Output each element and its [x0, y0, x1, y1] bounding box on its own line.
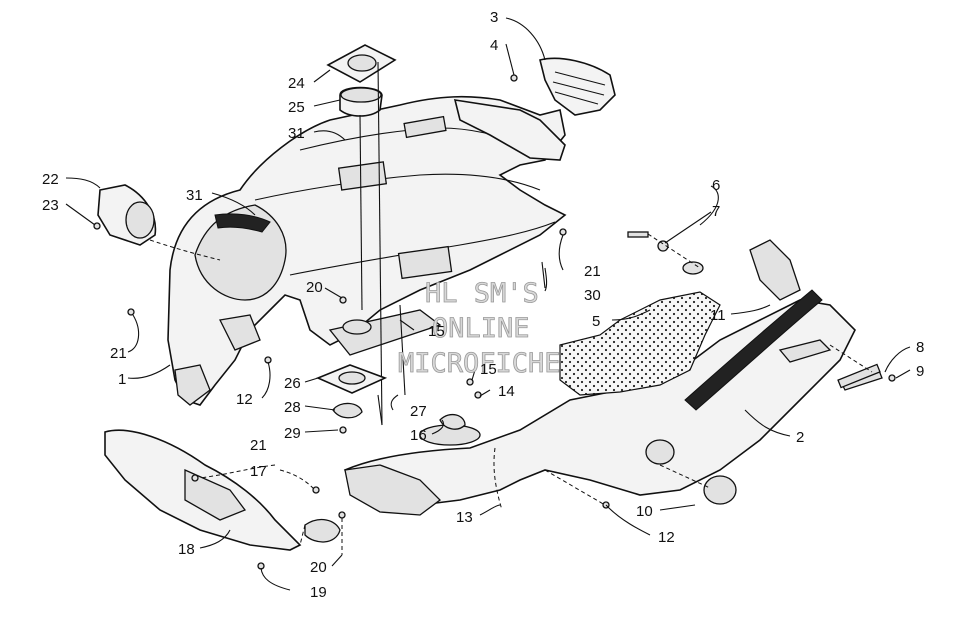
callout-1: 1 [118, 371, 126, 388]
callout-28: 28 [284, 399, 301, 416]
callout-4: 4 [490, 37, 498, 54]
callout-7: 7 [712, 203, 720, 220]
callout-15: 15 [428, 323, 445, 340]
leader-lines [65, 17, 911, 591]
callout-20-second: 20 [310, 559, 327, 576]
callout-31: 31 [288, 125, 305, 142]
fasteners [93, 74, 896, 570]
callout-21-third: 21 [250, 437, 267, 454]
watermark-line-3: MICROFICHE [398, 348, 561, 379]
clip-part [332, 402, 363, 419]
callout-14: 14 [498, 383, 515, 400]
upper-pan-part [167, 95, 567, 406]
callout-10: 10 [636, 503, 653, 520]
air-intake-part [97, 184, 157, 246]
callout-24: 24 [288, 75, 305, 92]
callout-19: 19 [310, 584, 327, 601]
callout-9: 9 [916, 363, 924, 380]
callout-21: 21 [584, 263, 601, 280]
callout-18: 18 [178, 541, 195, 558]
seal-part [315, 319, 388, 394]
callout-8: 8 [916, 339, 924, 356]
lower-pan-part [343, 239, 883, 516]
gasket-part [326, 44, 397, 83]
callout-29: 29 [284, 425, 301, 442]
callout-16: 16 [410, 427, 427, 444]
callout-6: 6 [712, 177, 720, 194]
callout-11: 11 [710, 307, 726, 324]
callout-2: 2 [796, 429, 804, 446]
callout-15-second: 15 [480, 361, 497, 378]
callout-12-second: 12 [658, 529, 675, 546]
watermark-line-2: ONLINE [432, 313, 530, 344]
watermark-line-1: HL SM'S [425, 278, 539, 309]
callout-13: 13 [456, 509, 473, 526]
callout-31-second: 31 [186, 187, 203, 204]
callout-3: 3 [490, 9, 498, 26]
boot-part [339, 86, 383, 117]
callout-27: 27 [410, 403, 427, 420]
callout-26: 26 [284, 375, 301, 392]
callout-12: 12 [236, 391, 253, 408]
callout-22: 22 [42, 171, 59, 188]
callout-21-second: 21 [110, 345, 127, 362]
callout-20: 20 [306, 279, 323, 296]
callout-30: 30 [584, 287, 601, 304]
callout-25: 25 [288, 99, 305, 116]
callout-labels: 3 4 24 25 31 22 23 31 6 7 21 30 20 5 11 … [42, 9, 924, 601]
callout-17: 17 [250, 463, 267, 480]
front-bumper-part [104, 429, 302, 551]
watermark: HL SM'S ONLINE MICROFICHE [398, 278, 561, 380]
callout-5: 5 [592, 313, 600, 330]
callout-23: 23 [42, 197, 59, 214]
grille-part [453, 57, 616, 161]
